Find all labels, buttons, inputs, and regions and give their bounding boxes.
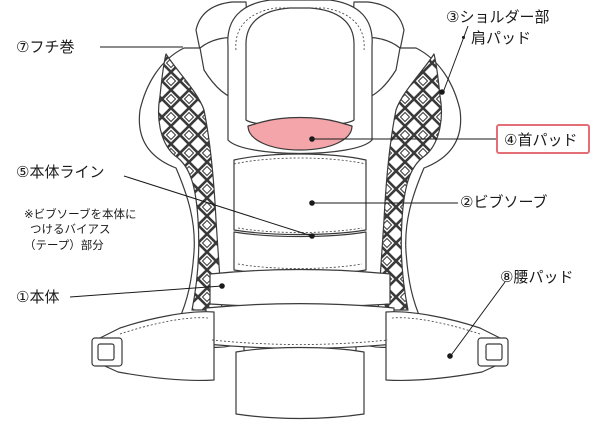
stitch-bib-lower [237, 263, 363, 269]
note-line-1: ※ビブソーブを本体に [24, 207, 137, 221]
right-waist-pad [385, 311, 505, 381]
left-buckle-slot [97, 343, 115, 361]
left-waist-pad [95, 311, 215, 381]
stitch-bib-upper [237, 227, 363, 233]
label-body-line: ⑤本体ライン [16, 163, 105, 181]
right-buckle-slot [485, 343, 503, 361]
leader-8 [451, 281, 506, 355]
marker-1 [219, 283, 225, 289]
bib-sobe-upper [233, 153, 367, 236]
label-waist-pad: ⑧腰パッド [500, 268, 574, 286]
leader-1 [69, 285, 223, 298]
note-line-3: （テープ）部分 [24, 238, 104, 252]
stitch-body-line [233, 157, 367, 165]
marker-5 [309, 233, 315, 239]
label-binding: ⑦フチ巻 [16, 38, 75, 56]
label-shoulder-pad: ・肩パッド [456, 29, 532, 47]
bib-sobe-lower [209, 268, 391, 308]
marker-4 [309, 136, 315, 142]
bib-sobe-middle [233, 231, 367, 276]
stitch-collar [235, 7, 365, 51]
marker-2 [309, 200, 315, 206]
neck-pad [247, 116, 353, 151]
label-body: ①本体 [16, 288, 60, 306]
marker-3 [439, 89, 445, 95]
right-mesh-panel [377, 53, 443, 311]
stitch-lower-band [211, 339, 389, 345]
neck-pad-highlight-box: ④首パッド [496, 124, 590, 154]
label-bib-sobe: ②ビブソーブ [460, 193, 548, 211]
stitch-right-waist [391, 317, 481, 335]
head-opening [245, 7, 355, 127]
leader-3 [443, 25, 469, 91]
stitch-left-waist [119, 317, 209, 335]
leader-5 [123, 175, 313, 237]
label-neck-pad: ④首パッド [504, 131, 578, 149]
label-shoulder: ③ショルダー部 [446, 8, 550, 26]
marker-8 [447, 353, 453, 359]
body-bottom [235, 346, 365, 420]
note-line-2: つけるバイアス [30, 222, 111, 236]
